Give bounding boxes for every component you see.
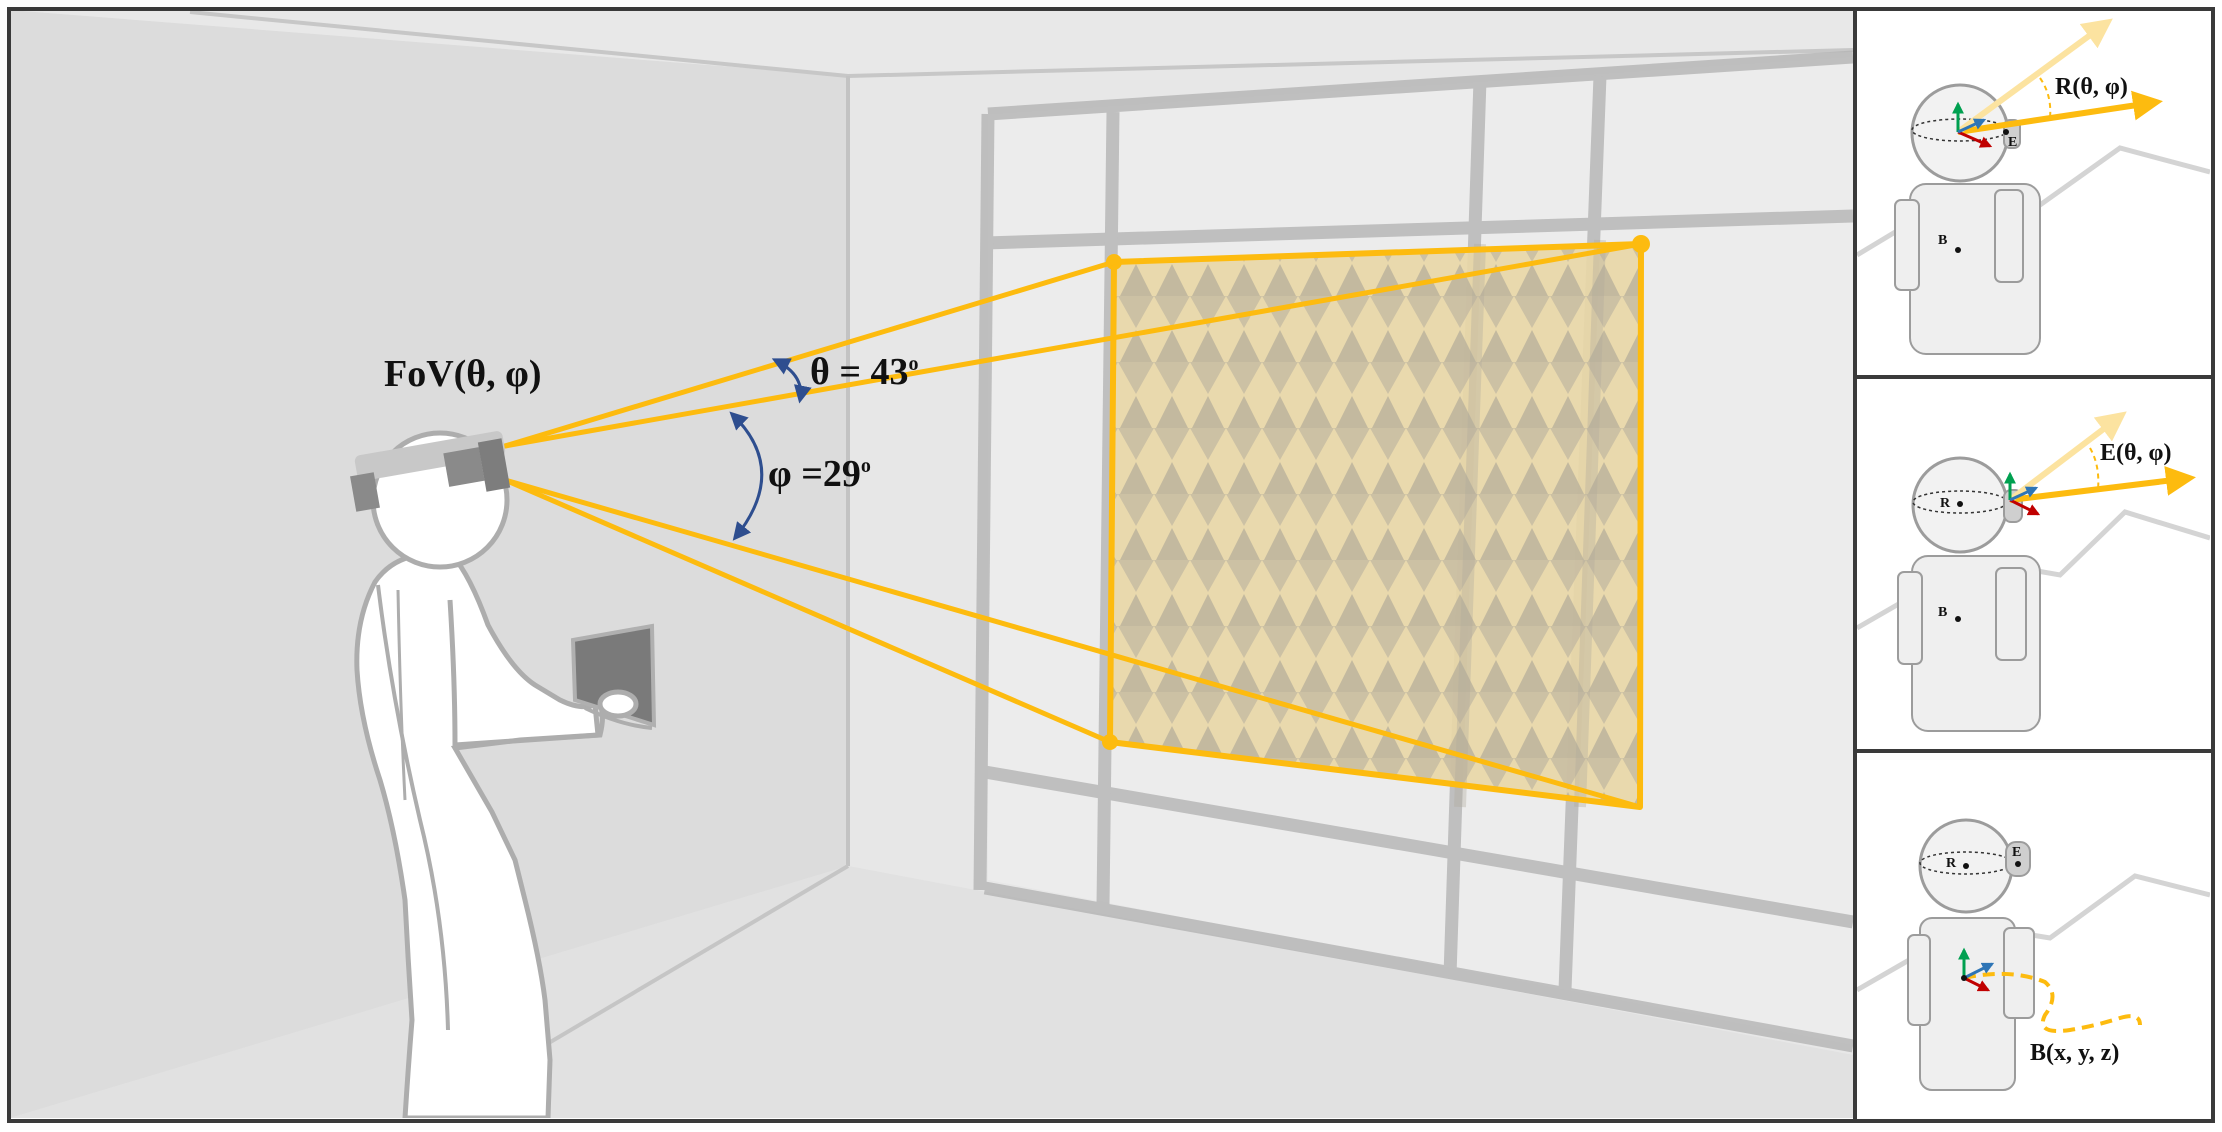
panel-eye-gaze: E(θ, φ) R B [1857,381,2210,747]
panel3-ray-label: B(x, y, z) [2030,1040,2119,1066]
panel1-marker-e: E [2008,135,2017,150]
panel3-marker-r: R [1946,856,1957,871]
panel3-marker-e: E [2012,845,2021,860]
panel3-body [1919,917,2016,1091]
headset-lens [477,438,511,492]
panel2-marker-b: B [1938,605,1947,620]
panel1-marker-b: B [1938,233,1947,248]
phi-degree-sup: o [861,455,871,477]
theta-angle-arc [771,358,812,404]
panel-body-position: B(x, y, z) R E [1857,755,2210,1118]
headset-visor [443,447,485,487]
theta-label: θ = 43o [810,351,919,393]
panel2-marker-r: R [1940,496,1951,511]
fov-rays [502,241,1644,810]
fov-label: FoV(θ, φ) [384,353,542,395]
fov-triangle-pattern [1110,244,1641,807]
room-scene: FoV(θ, φ) θ = 43o φ =29o [10,10,1853,1118]
phi-label: φ =29o [768,453,871,495]
figure-borders [7,7,2215,1123]
panel1-ray-label: R(θ, φ) [2055,74,2128,100]
theta-degree-sup: o [909,353,919,375]
person-body [354,552,601,1118]
headset [350,431,511,512]
phi-angle-arc [729,411,764,541]
ceiling [10,10,1853,76]
panel3-trajectory [1963,971,2142,1033]
panel-head-rotation: R(θ, φ) E B [1857,12,2210,373]
headset-strap-left [350,472,380,512]
panel2-ray-label: E(θ, φ) [2100,440,2172,466]
